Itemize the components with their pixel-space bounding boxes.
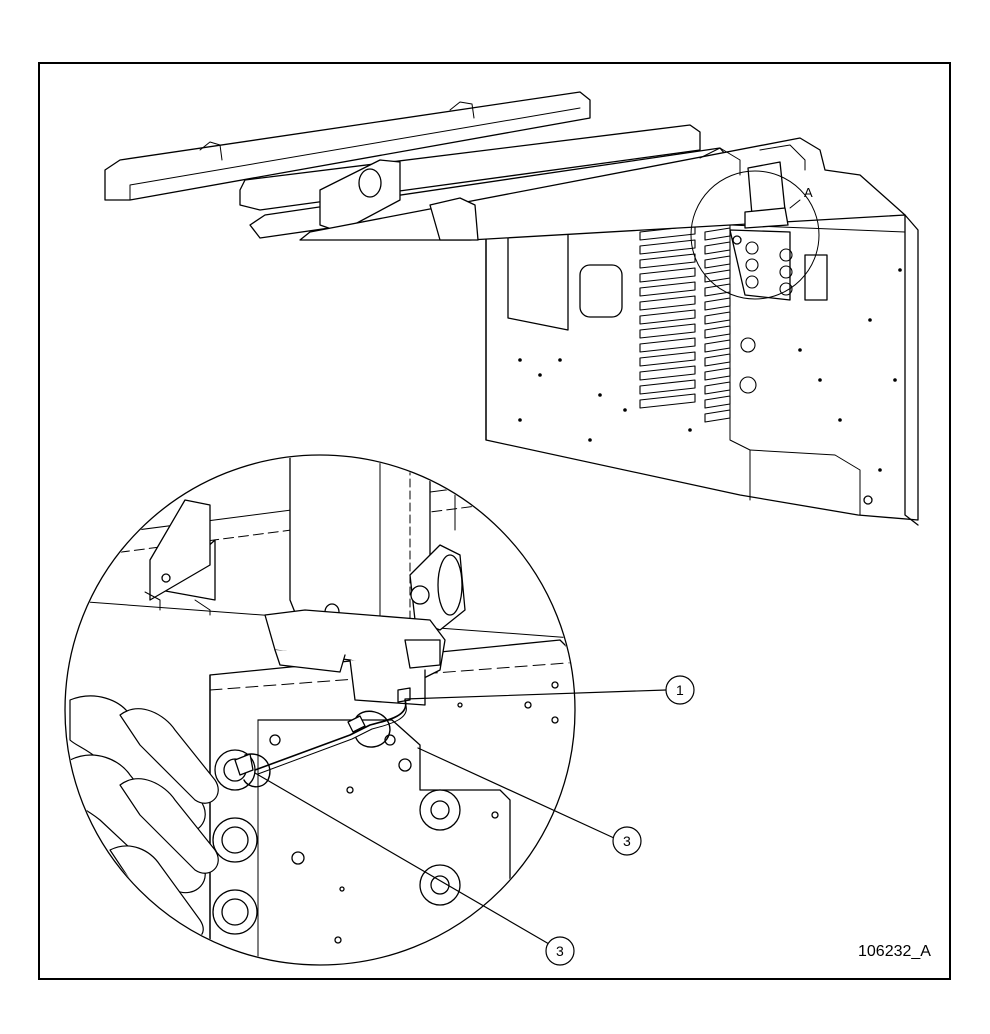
detail-view [64, 454, 576, 966]
callouts [254, 675, 695, 966]
upper-assembly: A [104, 91, 919, 526]
controller-module [747, 161, 786, 216]
callout-circle-3b [545, 936, 575, 966]
callout-circle-1 [665, 675, 695, 705]
leader-3a [417, 747, 615, 839]
frame-rail-left [104, 91, 591, 201]
leader-1 [404, 689, 667, 700]
leader-3b [254, 772, 550, 945]
callout-3b-label: 3 [556, 943, 564, 959]
callout-circle-3a [612, 826, 642, 856]
document-id: 106232_A [858, 943, 931, 960]
callout-1-label: 1 [676, 682, 684, 698]
detail-circle-a [690, 170, 820, 300]
port-plate [729, 229, 791, 301]
detail-housing [289, 456, 431, 626]
detail-label-a: A [804, 185, 813, 200]
callout-3a-label: 3 [623, 833, 631, 849]
